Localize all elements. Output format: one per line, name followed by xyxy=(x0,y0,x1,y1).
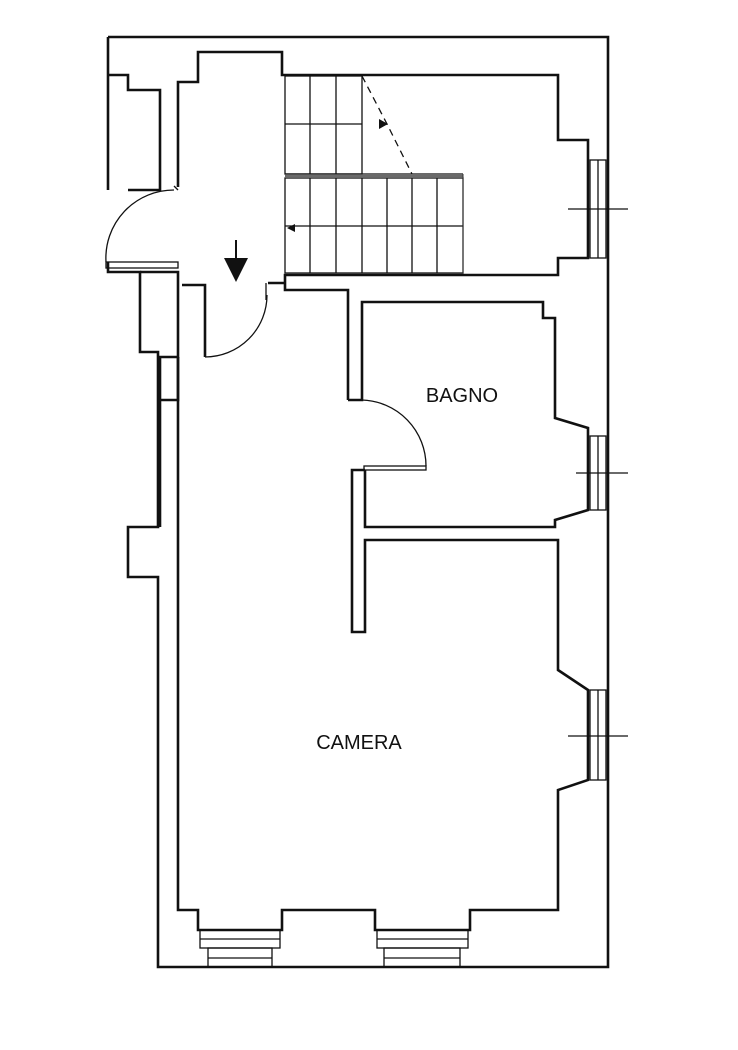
bedroom-door xyxy=(204,283,268,358)
entry-door-stub xyxy=(182,283,207,357)
bathroom-label: BAGNO xyxy=(426,385,498,407)
arrow-down-icon xyxy=(224,240,248,282)
window-bottom-right xyxy=(376,929,469,968)
bathroom-door xyxy=(361,399,427,471)
stair-arrow-head xyxy=(379,119,388,129)
bedroom-wall xyxy=(176,357,590,932)
entry-wall-left xyxy=(108,73,162,192)
stair-hall-wall xyxy=(176,50,590,400)
stair-arrow-line xyxy=(361,75,413,175)
window-right-top xyxy=(568,159,628,259)
bedroom-wall-left-nook xyxy=(160,357,180,402)
window-right-middle xyxy=(576,435,628,511)
window-bottom-left xyxy=(199,929,281,968)
bedroom-label: CAMERA xyxy=(316,732,402,754)
window-right-bottom xyxy=(568,689,628,781)
stair-arrow-tail xyxy=(287,224,295,232)
bathroom-wall xyxy=(348,300,590,529)
entrance-door xyxy=(105,185,179,269)
staircase xyxy=(284,75,464,274)
